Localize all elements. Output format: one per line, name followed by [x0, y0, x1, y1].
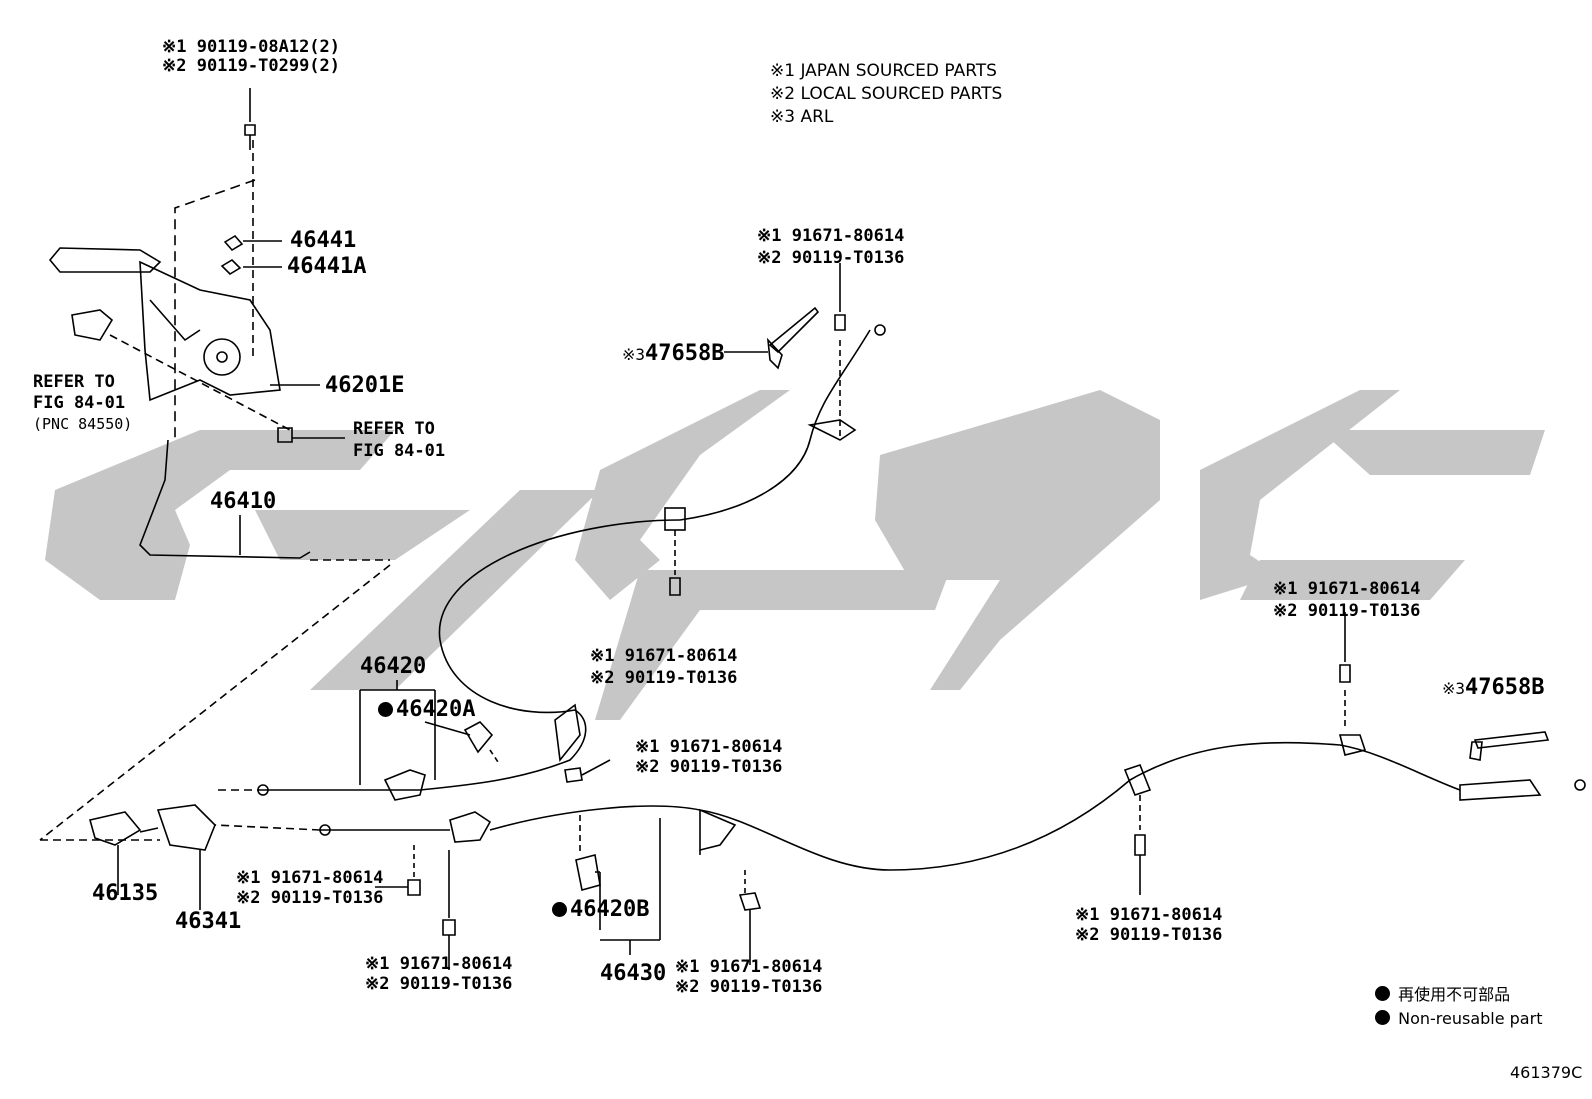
part-46420-label: 46420 [360, 654, 427, 679]
clip-47658B-right-number: 47658B [1465, 675, 1545, 700]
clip-47658B-right-mark: ※3 [1442, 679, 1466, 698]
bolt-center-bottom-line1: ※1 91671-80614 [675, 957, 823, 977]
bolt-left-lower-line1: ※1 91671-80614 [236, 868, 384, 888]
clip-47658B-top-label: ※347658B [622, 342, 725, 367]
bolt-left-bottom-line1: ※1 91671-80614 [365, 954, 513, 974]
refer-left-label: REFER TO FIG 84-01 (PNC 84550) [33, 372, 132, 435]
refer-mid-line1: REFER TO [353, 419, 435, 439]
top-bolt-line2: ※2 90119-T0299(2) [162, 56, 341, 76]
clip-47658B-top-number: 47658B [645, 341, 725, 366]
top-bolt-label: ※1 90119-08A12(2) ※2 90119-T0299(2) [162, 38, 340, 76]
legend-row-en: Non-reusable part [1375, 1007, 1542, 1031]
bolt-center-bottom-line2: ※2 90119-T0136 [675, 977, 823, 997]
bolt-left-bottom-line2: ※2 90119-T0136 [365, 974, 513, 994]
part-46441A-label: 46441A [287, 254, 367, 279]
clip-47658B-top-mark: ※3 [622, 345, 646, 364]
legend-dot-icon [1375, 1010, 1390, 1025]
part-46420A-label: 46420A [378, 698, 475, 722]
bolt-left-lower-line2: ※2 90119-T0136 [236, 888, 384, 908]
non-reusable-dot-icon [552, 902, 567, 917]
bolt-right-top-line1: ※1 91671-80614 [1273, 579, 1421, 599]
top-bolt-line1: ※1 90119-08A12(2) [162, 37, 341, 57]
legend-dot-icon [1375, 986, 1390, 1001]
linework [39, 88, 1586, 970]
legend-row-jp: 再使用不可部品 [1375, 983, 1542, 1007]
legend-en-text: Non-reusable part [1398, 1009, 1543, 1028]
refer-left-line3: (PNC 84550) [33, 415, 133, 433]
part-46420B-label: 46420B [552, 898, 649, 922]
clip-47658B-right-label: ※347658B [1442, 676, 1545, 701]
refer-mid-label: REFER TO FIG 84-01 [353, 418, 445, 462]
note-2: ※2 LOCAL SOURCED PARTS [770, 84, 1003, 104]
bolt-clip-line1: ※1 91671-80614 [635, 737, 783, 757]
bolt-right-bottom-line1: ※1 91671-80614 [1075, 905, 1223, 925]
bolt-left-bottom-label: ※1 91671-80614 ※2 90119-T0136 [365, 954, 512, 994]
refer-left-line1: REFER TO [33, 372, 115, 392]
bolt-right-top-line2: ※2 90119-T0136 [1273, 601, 1421, 621]
notes-block: ※1 JAPAN SOURCED PARTS ※2 LOCAL SOURCED … [770, 60, 1002, 129]
bolt-clip-label: ※1 91671-80614 ※2 90119-T0136 [635, 737, 782, 777]
figure-code: 461379C [1510, 1063, 1583, 1082]
note-1: ※1 JAPAN SOURCED PARTS [770, 61, 997, 81]
bolt-right-top-label: ※1 91671-80614 ※2 90119-T0136 [1273, 578, 1420, 622]
part-46410-label: 46410 [210, 489, 277, 514]
bolt-top-line1: ※1 91671-80614 [757, 226, 905, 246]
watermark-logo [45, 390, 1545, 720]
bolt-mid-line2: ※2 90119-T0136 [590, 668, 738, 688]
part-46420A-number: 46420A [396, 697, 476, 722]
legend: 再使用不可部品 Non-reusable part [1375, 983, 1542, 1031]
refer-left-line2: FIG 84-01 [33, 393, 126, 413]
bolt-top-line2: ※2 90119-T0136 [757, 248, 905, 268]
bolt-right-bottom-label: ※1 91671-80614 ※2 90119-T0136 [1075, 905, 1222, 945]
note-3: ※3 ARL [770, 107, 834, 127]
part-46441-label: 46441 [290, 228, 357, 253]
bolt-clip-line2: ※2 90119-T0136 [635, 757, 783, 777]
bolt-mid-line1: ※1 91671-80614 [590, 646, 738, 666]
bolt-center-bottom-label: ※1 91671-80614 ※2 90119-T0136 [675, 957, 822, 997]
part-46420B-number: 46420B [570, 897, 650, 922]
legend-jp-text: 再使用不可部品 [1398, 985, 1511, 1004]
bolt-top-label: ※1 91671-80614 ※2 90119-T0136 [757, 225, 904, 269]
bolt-mid-label: ※1 91671-80614 ※2 90119-T0136 [590, 645, 737, 689]
part-46135-label: 46135 [92, 881, 159, 906]
non-reusable-dot-icon [378, 702, 393, 717]
part-46430-label: 46430 [600, 961, 667, 986]
refer-mid-line2: FIG 84-01 [353, 441, 446, 461]
part-46201E-label: 46201E [325, 373, 405, 398]
bolt-right-bottom-line2: ※2 90119-T0136 [1075, 925, 1223, 945]
part-46341-label: 46341 [175, 909, 242, 934]
bolt-left-lower-label: ※1 91671-80614 ※2 90119-T0136 [236, 868, 383, 908]
